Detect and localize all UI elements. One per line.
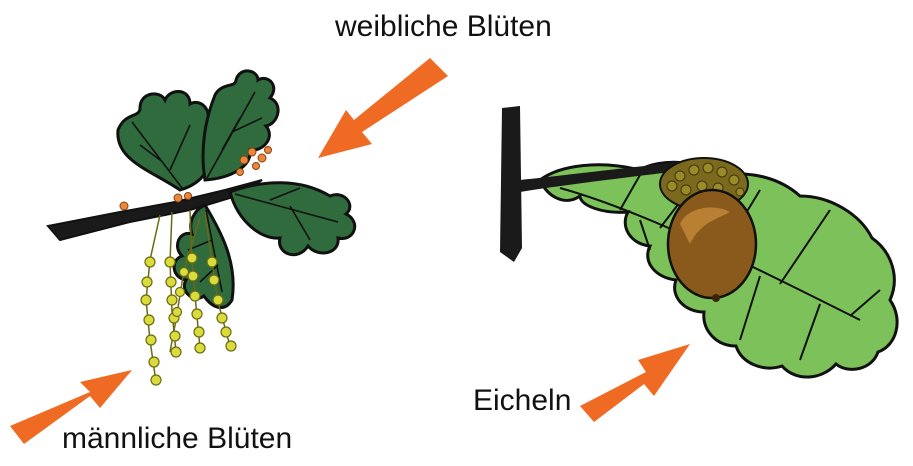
oak-twig-with-flowers-icon	[48, 71, 355, 385]
stem	[500, 106, 522, 262]
oak-leaf-right	[230, 183, 355, 255]
female-flowers-label: weibliche Blüten	[335, 12, 552, 42]
acorns-label: Eicheln	[473, 386, 571, 416]
male-flowers-label: männliche Blüten	[62, 424, 292, 454]
acorn-tip	[712, 294, 720, 302]
arrow-icon-acorns	[580, 344, 690, 422]
twig-branch	[48, 180, 262, 240]
arrows	[10, 58, 690, 444]
acorn-nut	[668, 190, 756, 298]
arrow-icon-female	[318, 58, 448, 158]
oak-leaf-with-acorn-icon	[500, 106, 897, 377]
